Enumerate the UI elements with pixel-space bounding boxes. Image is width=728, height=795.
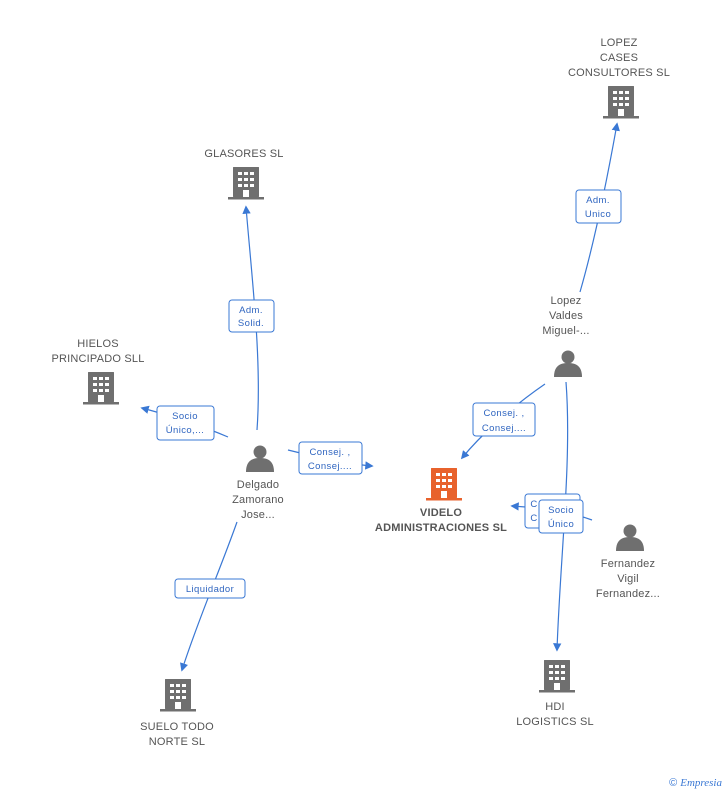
svg-text:Consej....: Consej.... [482,423,526,434]
node-label: Jose... [241,509,275,521]
node-label: Fernandez... [596,588,660,600]
svg-text:Socio: Socio [172,411,198,422]
brand-credit[interactable]: ©Empresia [669,777,722,789]
building-icon [539,660,575,693]
svg-text:Único,...: Único,... [166,425,204,436]
node-label: ADMINISTRACIONES SL [375,522,507,534]
svg-text:Consej. ,: Consej. , [309,447,350,458]
node-lopez-cases[interactable]: LOPEZ CASES CONSULTORES SL [568,37,670,119]
nodes: VIDELO ADMINISTRACIONES SL GLASORES SL L… [51,37,670,748]
node-label: CONSULTORES SL [568,67,670,79]
svg-text:Único: Único [548,519,574,530]
node-label: Delgado [237,479,279,491]
node-label: Lopez [551,295,582,307]
node-lopez-valdes[interactable]: Lopez Valdes Miguel-... [542,295,589,377]
edge-label-liquidador[interactable]: Liquidador [174,578,246,599]
building-icon [426,468,462,501]
copyright-symbol: © [669,777,678,789]
node-label: NORTE SL [149,736,205,748]
edge-labels: Adm. Solid. Adm. Unico Socio Único,... C… [156,189,622,599]
node-label: VIDELO [420,507,462,519]
svg-text:Consej. ,: Consej. , [483,408,524,419]
node-hdi[interactable]: HDI LOGISTICS SL [516,660,594,728]
edge-label-adm-solid[interactable]: Adm. Solid. [228,299,275,333]
node-label: HDI [545,701,565,713]
svg-text:Adm.: Adm. [586,195,610,206]
svg-text:C: C [530,513,537,524]
node-label: SUELO TODO [140,721,214,733]
node-label: HIELOS [77,338,119,350]
node-label: Miguel-... [542,325,589,337]
node-label: PRINCIPADO SLL [51,353,144,365]
building-icon [603,86,639,119]
edge-label-adm-unico[interactable]: Adm. Unico [575,189,622,224]
node-label: Fernandez [601,558,655,570]
node-fernandez[interactable]: Fernandez Vigil Fernandez... [596,524,660,601]
node-suelo[interactable]: SUELO TODO NORTE SL [140,679,214,748]
node-label: Zamorano [232,494,284,506]
person-icon [616,524,644,551]
svg-text:Solid.: Solid. [238,318,264,329]
svg-text:Adm.: Adm. [239,305,263,316]
brand-name: Empresia [680,777,722,789]
svg-text:Socio: Socio [548,505,574,516]
building-icon [160,679,196,712]
edge-label-socio-unico-hielos[interactable]: Socio Único,... [156,405,215,441]
node-delgado[interactable]: Delgado Zamorano Jose... [232,445,284,522]
edge-label-consej-delgado[interactable]: Consej. , Consej.... [298,441,363,475]
node-videlo[interactable]: VIDELO ADMINISTRACIONES SL [375,468,507,534]
node-label: GLASORES SL [204,148,283,160]
svg-text:Unico: Unico [585,209,611,220]
building-icon [83,372,119,405]
svg-text:Liquidador: Liquidador [186,584,234,595]
edge-label-consej-lopez[interactable]: Consej. , Consej.... [472,402,536,437]
node-label: CASES [600,52,638,64]
node-label: Valdes [549,310,583,322]
node-hielos[interactable]: HIELOS PRINCIPADO SLL [51,338,144,405]
person-icon [246,445,274,472]
node-label: Vigil [617,573,639,585]
svg-text:Consej....: Consej.... [308,461,352,472]
node-label: LOGISTICS SL [516,716,594,728]
person-icon [554,350,582,377]
node-glasores[interactable]: GLASORES SL [204,148,283,200]
building-icon [228,167,264,200]
node-label: LOPEZ [600,37,637,49]
svg-text:C: C [530,499,537,510]
edge-label-socio-unico-hdi[interactable]: Socio Único [538,499,584,534]
